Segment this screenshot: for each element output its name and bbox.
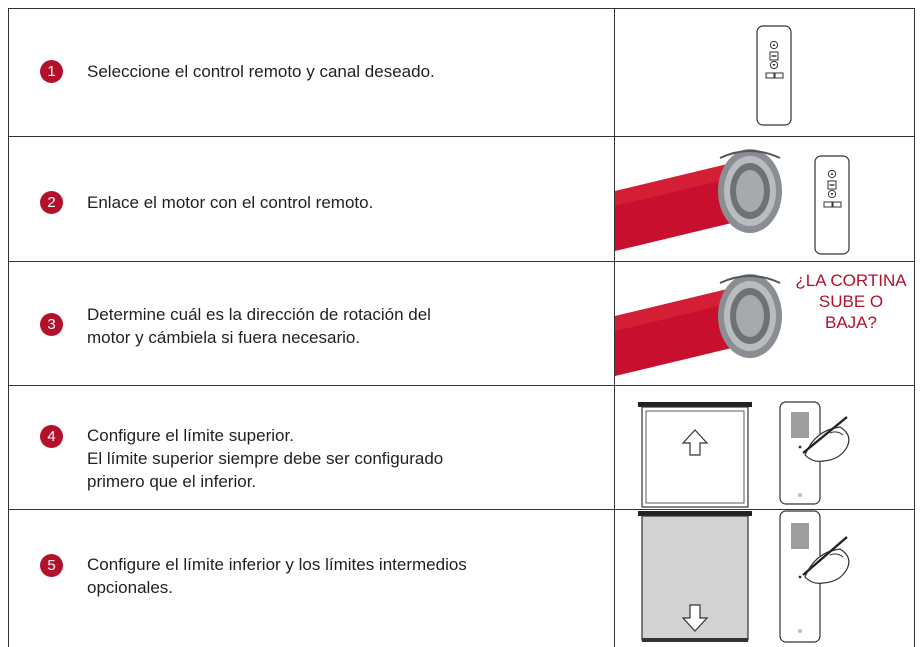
step-text-line: Configure el límite inferior y los límit… (87, 555, 467, 574)
stylus-icon (802, 536, 848, 576)
remote-control-illustration (756, 25, 792, 126)
upper-limit-illustration (638, 401, 850, 508)
step-text-line: Configure el límite superior. (87, 426, 294, 445)
hand-icon (804, 426, 850, 462)
row-divider (8, 136, 915, 137)
instruction-table: 1 Seleccione el control remoto y canal d… (8, 8, 915, 647)
step-text: Configure el límite inferior y los límit… (87, 553, 467, 599)
step-text-line: Determine cuál es la dirección de rotaci… (87, 305, 431, 324)
question-line: ¿LA CORTINA (795, 271, 907, 290)
step-text: Determine cuál es la dirección de rotaci… (87, 303, 431, 349)
down-arrow-icon (681, 604, 709, 632)
step-text-line: El límite superior siempre debe ser conf… (87, 449, 444, 468)
table-border-left (8, 8, 9, 647)
step-number-badge: 2 (40, 191, 63, 214)
step-number-badge: 3 (40, 313, 63, 336)
up-arrow-icon (681, 429, 709, 456)
question-line: BAJA? (825, 313, 877, 332)
step-number-badge: 4 (40, 425, 63, 448)
direction-question: ¿LA CORTINA SUBE O BAJA? (791, 270, 911, 333)
table-border-right (914, 8, 915, 647)
step-text-line: primero que el inferior. (87, 472, 257, 491)
step-number-badge: 5 (40, 554, 63, 577)
row-divider (8, 261, 915, 262)
motor-tube-illustration (615, 274, 782, 376)
stylus-icon (802, 416, 848, 454)
step-text: Seleccione el control remoto y canal des… (87, 62, 435, 81)
question-line: SUBE O (818, 292, 884, 311)
row-divider (8, 509, 915, 510)
step-text-line: motor y cámbiela si fuera necesario. (87, 328, 361, 347)
table-border-top (8, 8, 915, 9)
column-divider (614, 8, 615, 647)
step-number-badge: 1 (40, 60, 63, 83)
step-text: Configure el límite superior. El límite … (87, 424, 443, 493)
hand-icon (804, 548, 850, 584)
lower-limit-illustration (638, 510, 850, 643)
row-divider (8, 385, 915, 386)
step-text-line: opcionales. (87, 578, 174, 597)
motor-tube-with-remote-illustration (615, 149, 850, 255)
step-text: Enlace el motor con el control remoto. (87, 193, 374, 212)
